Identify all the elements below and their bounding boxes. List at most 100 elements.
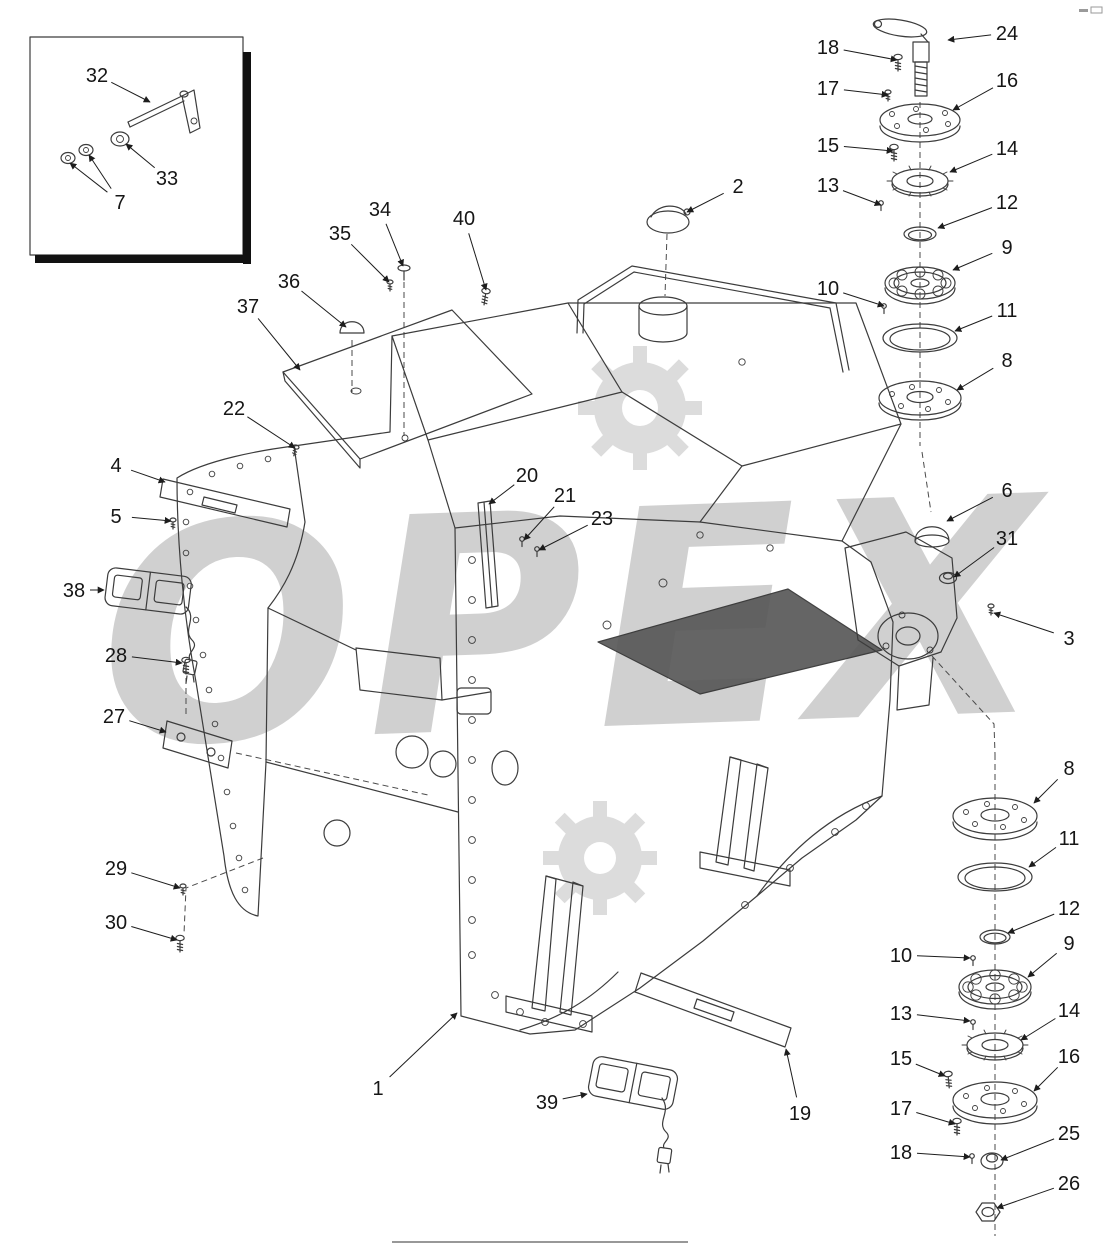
leader-line-9 bbox=[952, 252, 993, 271]
callout-38: 38 bbox=[63, 580, 85, 602]
strip-19 bbox=[634, 972, 792, 1048]
front-plate-holes bbox=[468, 556, 870, 1028]
callout-10: 10 bbox=[890, 945, 912, 967]
watermark: OPEX bbox=[94, 346, 1059, 915]
cap-part bbox=[646, 205, 691, 234]
callout-10: 10 bbox=[817, 278, 839, 300]
leader-line-3 bbox=[993, 611, 1054, 634]
lock-washer-14-top bbox=[886, 165, 954, 197]
leader-line-12 bbox=[1007, 913, 1055, 934]
callout-32: 32 bbox=[86, 65, 108, 87]
detail-inset bbox=[29, 36, 251, 264]
fender-holes bbox=[182, 455, 272, 894]
leader-line-37 bbox=[257, 318, 301, 371]
leader-line-33 bbox=[125, 143, 156, 169]
callout-27: 27 bbox=[103, 706, 125, 728]
callout-37: 37 bbox=[237, 296, 259, 318]
callout-39: 39 bbox=[536, 1092, 558, 1114]
leader-line-30 bbox=[131, 926, 178, 942]
callout-15: 15 bbox=[890, 1048, 912, 1070]
callout-8: 8 bbox=[1001, 350, 1012, 372]
leader-line-20 bbox=[488, 484, 515, 505]
ring-11-bottom bbox=[957, 862, 1033, 892]
leader-line-24 bbox=[947, 34, 992, 43]
leader-line-32 bbox=[111, 81, 151, 103]
corner-mark bbox=[1079, 6, 1103, 14]
channel-rod-20 bbox=[477, 500, 499, 609]
callout-40: 40 bbox=[453, 208, 475, 230]
leader-line-4 bbox=[130, 469, 166, 484]
shaded-plate bbox=[597, 588, 883, 695]
plate-8-bottom bbox=[952, 797, 1038, 841]
lock-washer-14-bottom bbox=[961, 1029, 1029, 1061]
callout-2: 2 bbox=[732, 176, 743, 198]
dome-cap-6 bbox=[914, 526, 950, 548]
leader-line-18 bbox=[843, 49, 898, 63]
callout-21: 21 bbox=[554, 485, 576, 507]
callout-12: 12 bbox=[996, 192, 1018, 214]
callout-13: 13 bbox=[890, 1003, 912, 1025]
ring-12-top bbox=[903, 226, 937, 242]
step-box bbox=[355, 647, 519, 786]
plate-8-top bbox=[878, 380, 962, 421]
pin-32 bbox=[127, 89, 201, 134]
callout-25: 25 bbox=[1058, 1123, 1080, 1145]
leader-line-16 bbox=[952, 87, 994, 111]
callout-14: 14 bbox=[1058, 1000, 1080, 1022]
gear-watermark-top bbox=[578, 346, 702, 470]
leader-line-18 bbox=[916, 1152, 971, 1161]
callout-15: 15 bbox=[817, 135, 839, 157]
leader-line-11 bbox=[954, 315, 993, 332]
leader-line-31 bbox=[953, 547, 995, 578]
callout-7: 7 bbox=[114, 192, 125, 214]
leader-line-26 bbox=[996, 1187, 1055, 1210]
leader-line-39 bbox=[562, 1091, 588, 1100]
leader-line-6 bbox=[946, 496, 994, 522]
leader-line-10 bbox=[916, 954, 971, 962]
plug-31 bbox=[938, 571, 958, 585]
bearing-9-bottom bbox=[958, 969, 1032, 1010]
callout-29: 29 bbox=[105, 858, 127, 880]
ring-12-bottom bbox=[979, 929, 1011, 945]
strip-4 bbox=[159, 478, 291, 528]
plate-16-top bbox=[879, 103, 961, 143]
leader-line-15 bbox=[915, 1063, 946, 1077]
bearing-9-top bbox=[884, 266, 956, 305]
callout-18: 18 bbox=[890, 1142, 912, 1164]
leader-line-28 bbox=[131, 656, 183, 666]
leader-line-14 bbox=[949, 153, 993, 173]
leader-line-29 bbox=[131, 872, 181, 890]
callout-26: 26 bbox=[1058, 1173, 1080, 1195]
callout-16: 16 bbox=[996, 70, 1018, 92]
leader-line-10 bbox=[843, 292, 885, 308]
dome-cap-36 bbox=[339, 321, 365, 334]
leader-line-8 bbox=[956, 367, 994, 391]
callout-3: 3 bbox=[1063, 628, 1074, 650]
callout-6: 6 bbox=[1001, 480, 1012, 502]
callout-1: 1 bbox=[372, 1078, 383, 1100]
callout-33: 33 bbox=[156, 168, 178, 190]
callout-31: 31 bbox=[996, 528, 1018, 550]
leader-line-7 bbox=[88, 154, 112, 189]
leader-line-16 bbox=[1033, 1066, 1059, 1092]
plug-part bbox=[397, 264, 411, 281]
leader-line-11 bbox=[1028, 846, 1057, 868]
leader-line-1 bbox=[389, 1012, 458, 1078]
callout-23: 23 bbox=[591, 508, 613, 530]
callout-17: 17 bbox=[817, 78, 839, 100]
leader-line-35 bbox=[350, 243, 390, 283]
callout-20: 20 bbox=[516, 465, 538, 487]
leader-line-17 bbox=[843, 89, 889, 98]
gusset-left bbox=[505, 875, 593, 1033]
leader-line-34 bbox=[385, 223, 404, 267]
gusset-right bbox=[699, 756, 791, 887]
washer-25 bbox=[980, 1152, 1004, 1170]
leader-line-8 bbox=[1033, 778, 1059, 804]
leader-line-2 bbox=[686, 192, 724, 213]
watermark-text: OPEX bbox=[94, 432, 1059, 814]
callout-36: 36 bbox=[278, 271, 300, 293]
leader-line-36 bbox=[301, 290, 347, 328]
exploded-stack-top bbox=[872, 18, 962, 421]
